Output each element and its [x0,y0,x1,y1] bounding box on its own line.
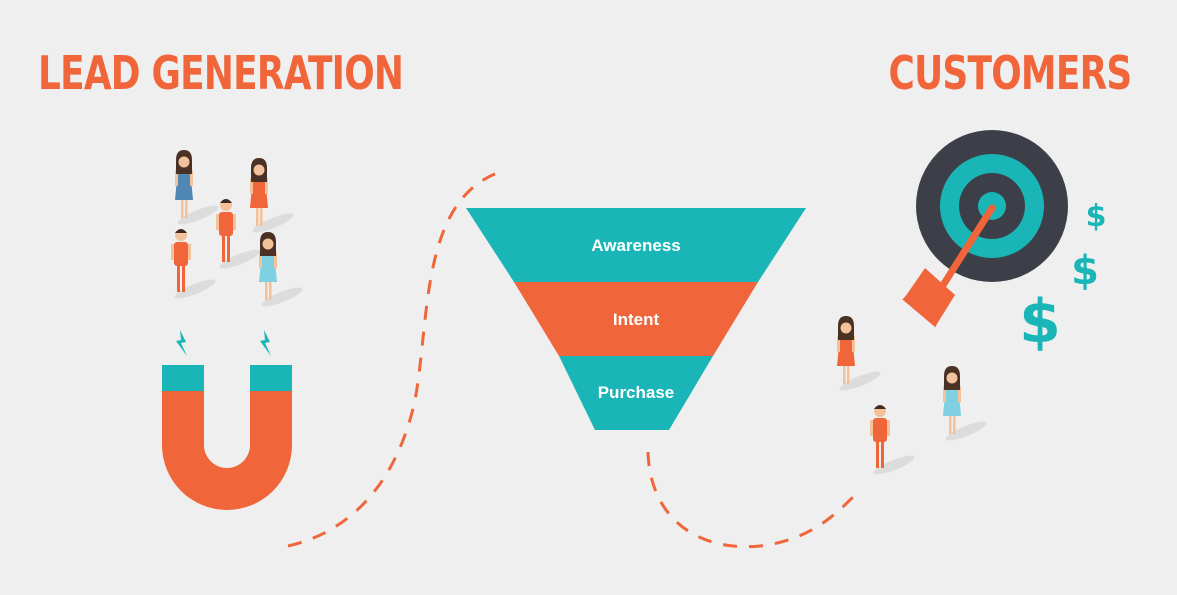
magnet-icon [162,330,292,510]
dollar-sign-medium: $ [1071,248,1099,294]
dollar-sign-large: $ [1019,287,1061,357]
customers-title: CUSTOMERS [888,46,1132,100]
arrow-icon [902,204,996,328]
person-icon [216,199,263,272]
person-icon [250,158,296,236]
dashed-path-left [287,170,501,548]
person-icon [171,229,218,302]
lead-people [171,150,305,310]
funnel-label-awareness: Awareness [591,236,680,255]
customer-people [837,316,989,478]
funnel-label-intent: Intent [613,310,660,329]
person-icon [943,366,989,444]
dollar-sign-small: $ [1086,199,1107,234]
spark-icon [176,330,187,356]
funnel-stage-intent [514,282,758,356]
spark-icon [260,330,271,356]
funnel-label-purchase: Purchase [598,383,675,402]
funnel: Awareness Intent Purchase [466,208,806,430]
funnel-stage-purchase [559,356,713,430]
person-icon [837,316,883,394]
person-icon [870,405,917,478]
lead-generation-title: LEAD GENERATION [38,46,404,100]
funnel-stage-awareness [466,208,806,282]
dashed-path-right [646,451,857,549]
person-icon [175,150,221,228]
person-icon [259,232,305,310]
